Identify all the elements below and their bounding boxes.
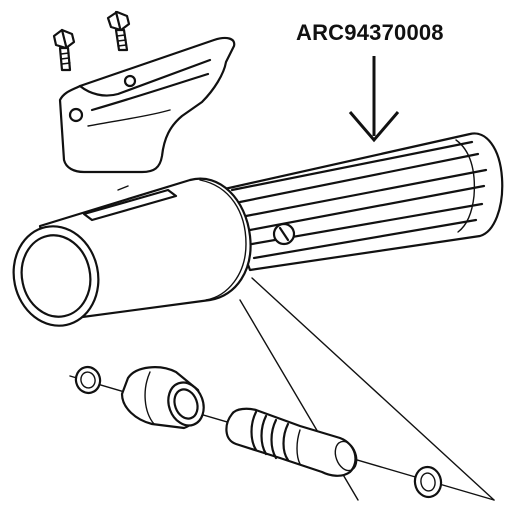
mounting-plate [58,36,236,174]
o-ring-end [413,465,443,499]
screw-left [52,28,76,72]
callout-arrow [348,56,400,143]
screw-right [106,10,131,52]
handle-tube [12,132,504,327]
o-ring-small [74,365,102,395]
part-number-label: ARC94370008 [296,20,444,45]
connector-pin [225,407,358,477]
sleeve-fitting [120,366,205,430]
